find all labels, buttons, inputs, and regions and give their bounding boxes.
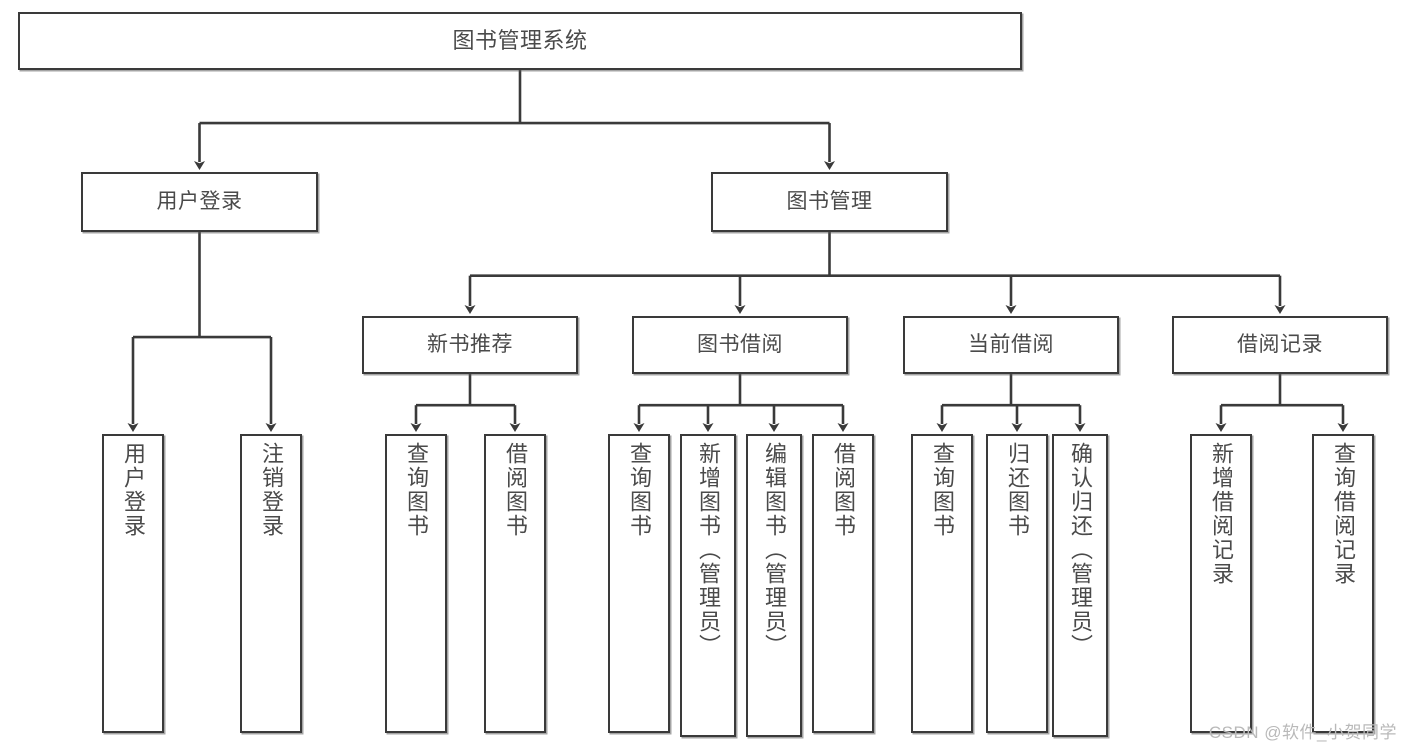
node-l_q2[interactable]: 查询图书 [608,434,670,733]
node-label: 借阅图书 [831,442,856,538]
node-label: 查询图书 [930,442,955,538]
node-l_login[interactable]: 用户登录 [102,434,164,733]
node-label: 用户登录 [121,442,146,538]
node-l_logout[interactable]: 注销登录 [240,434,302,733]
node-label: 注销登录 [259,442,284,538]
node-label: 新增借阅记录 [1209,442,1234,586]
node-new_rec[interactable]: 新书推荐 [362,316,578,374]
node-current[interactable]: 当前借阅 [903,316,1119,374]
node-l_ret[interactable]: 归还图书 [986,434,1048,733]
node-label: 查询图书 [627,442,652,538]
node-label: 编辑图书（管理员） [762,442,787,658]
node-label: 用户登录 [156,189,243,213]
node-book_mgmt[interactable]: 图书管理 [711,172,948,232]
node-label: 新增图书（管理员） [696,442,721,658]
node-label: 图书管理系统 [452,28,588,54]
node-label: 归还图书 [1005,442,1030,538]
node-root[interactable]: 图书管理系统 [18,12,1022,70]
node-label: 新书推荐 [427,332,513,356]
node-l_edit[interactable]: 编辑图书（管理员） [746,434,802,737]
node-records[interactable]: 借阅记录 [1172,316,1388,374]
node-label: 查询图书 [404,442,429,538]
node-label: 图书管理 [786,189,873,213]
node-l_conf[interactable]: 确认归还（管理员） [1052,434,1108,737]
node-l_addrec[interactable]: 新增借阅记录 [1190,434,1252,733]
node-l_q1[interactable]: 查询图书 [385,434,447,733]
connector-lines [127,70,1349,432]
node-label: 借阅记录 [1237,332,1323,356]
node-label: 查询借阅记录 [1331,442,1356,586]
node-label: 当前借阅 [968,332,1054,356]
node-label: 图书借阅 [697,332,783,356]
node-label: 确认归还（管理员） [1068,442,1093,658]
node-label: 借阅图书 [503,442,528,538]
node-borrow[interactable]: 图书借阅 [632,316,848,374]
node-l_add[interactable]: 新增图书（管理员） [680,434,736,737]
node-l_qrec[interactable]: 查询借阅记录 [1312,434,1374,733]
node-l_q3[interactable]: 查询图书 [911,434,973,733]
node-l_b1[interactable]: 借阅图书 [484,434,546,733]
node-user_login[interactable]: 用户登录 [81,172,318,232]
node-l_b2[interactable]: 借阅图书 [812,434,874,733]
